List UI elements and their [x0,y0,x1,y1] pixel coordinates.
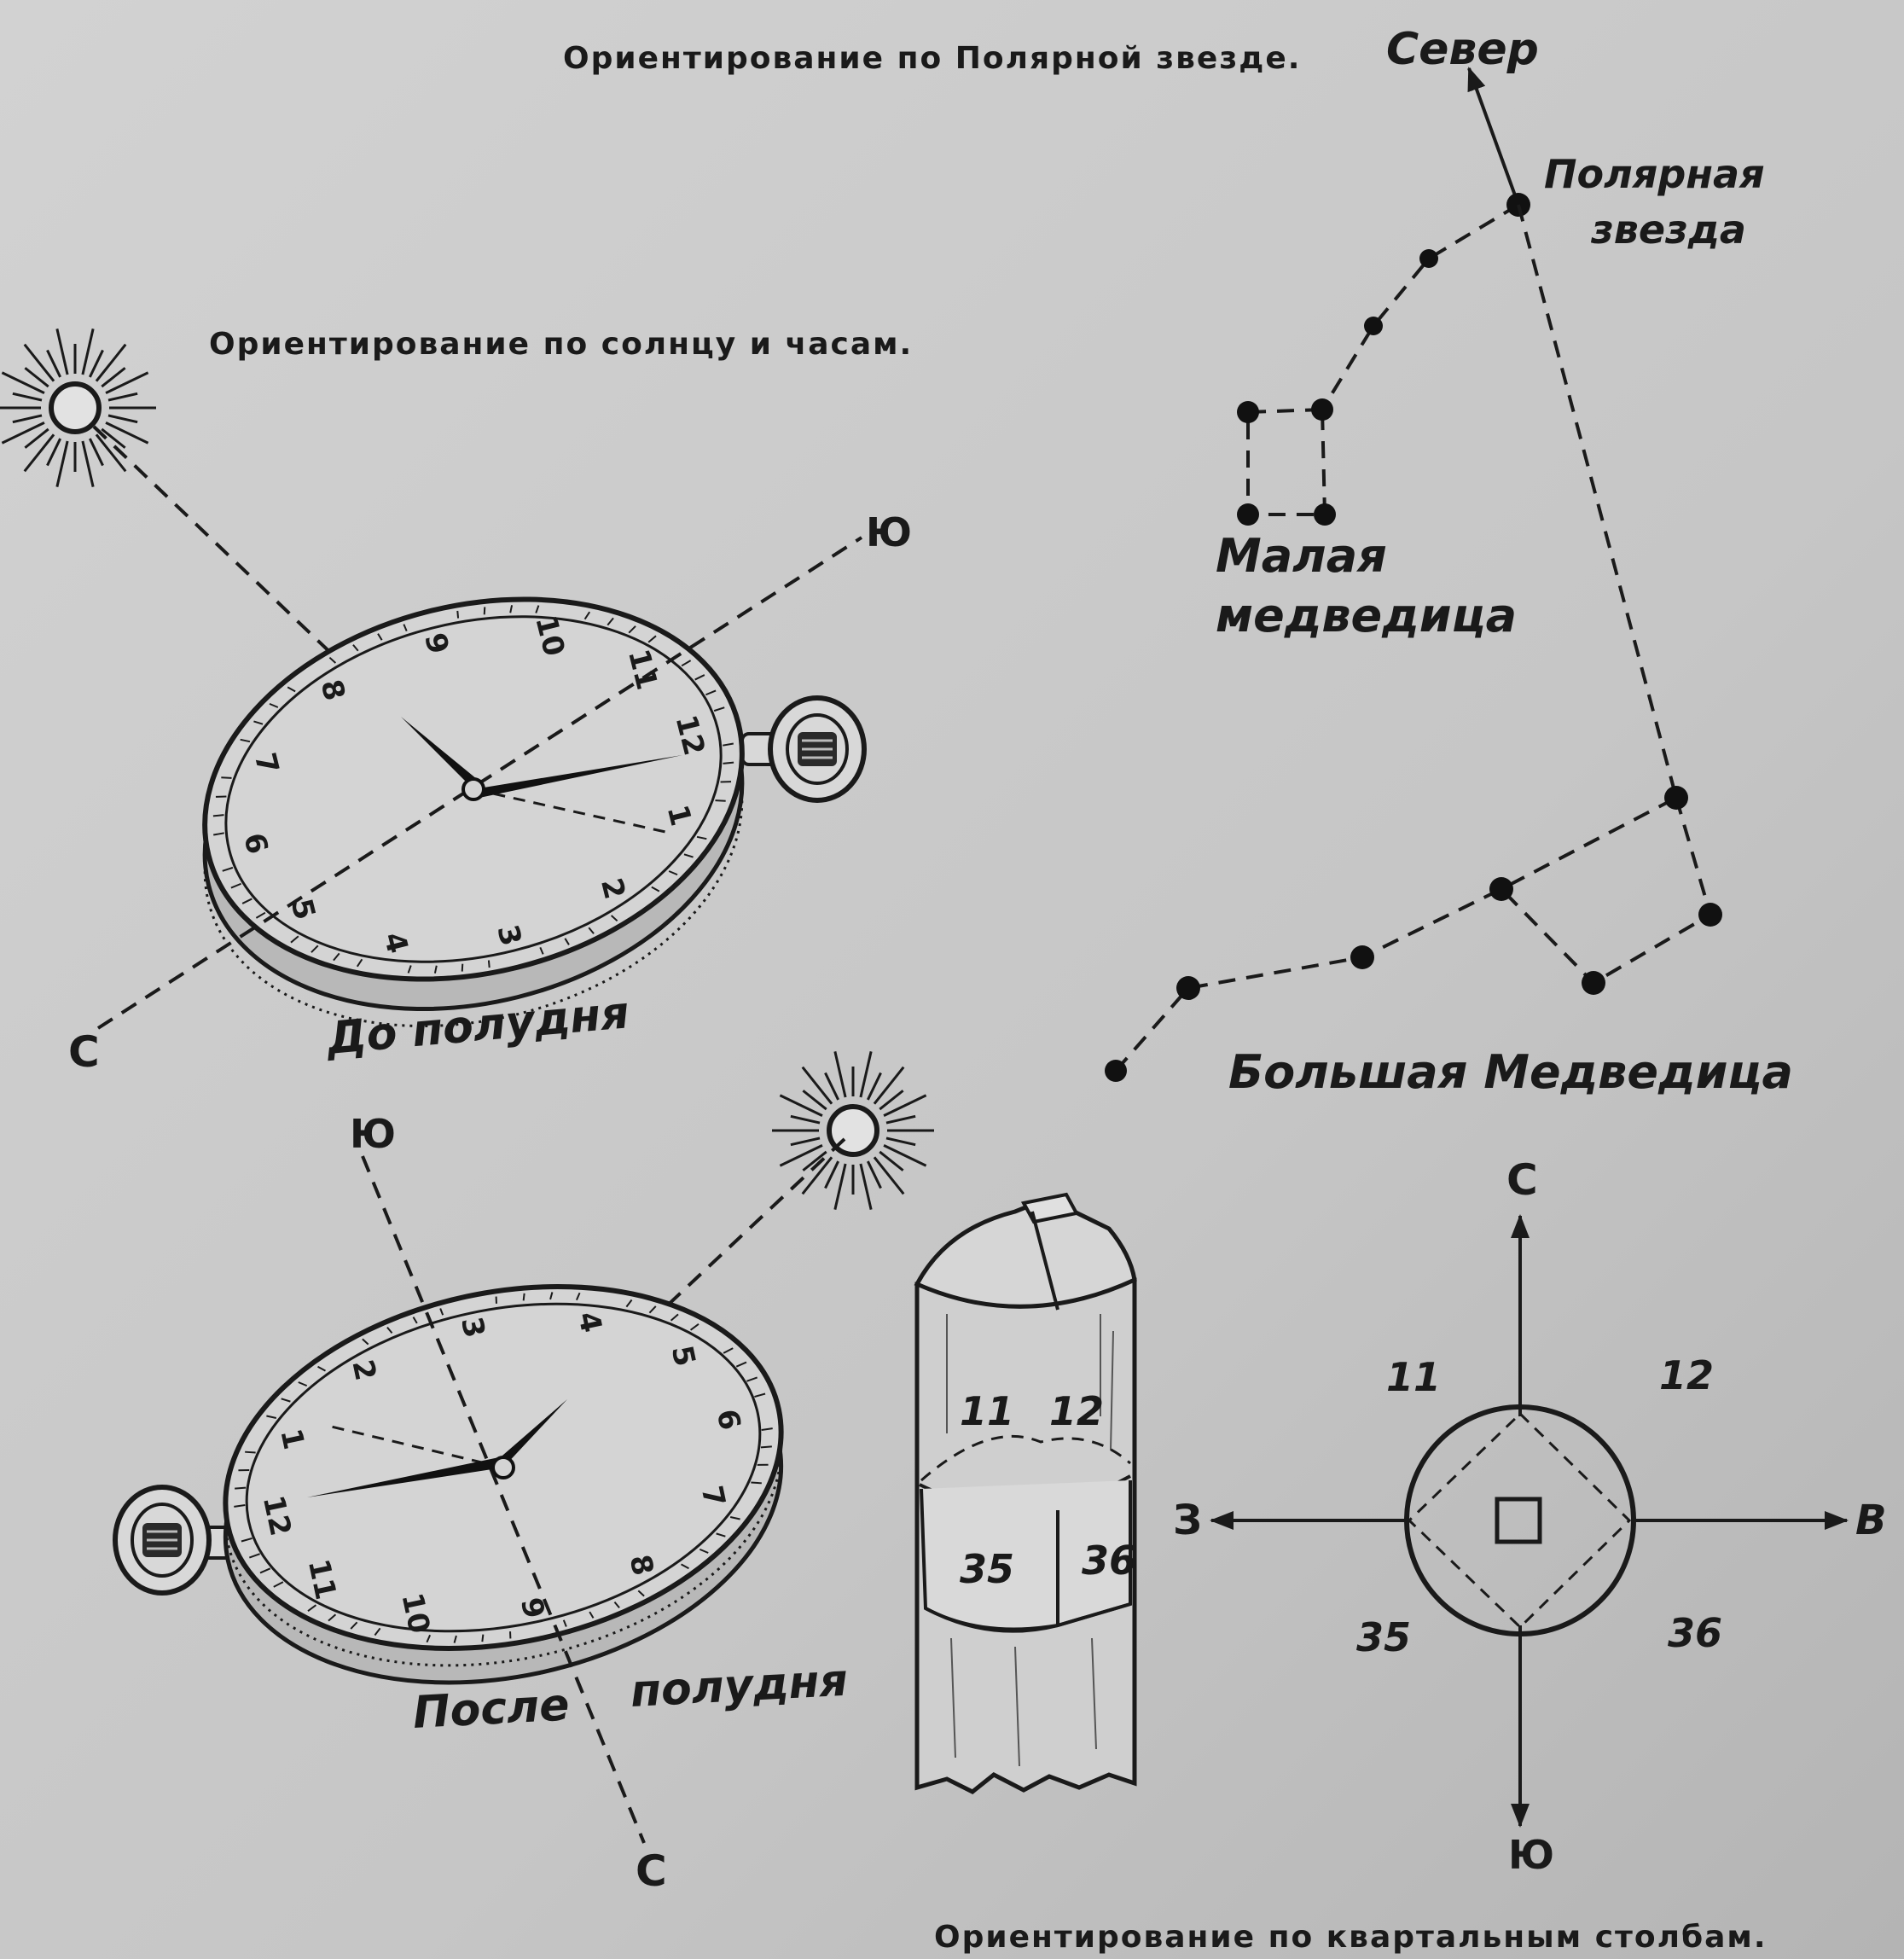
quarter-post: 11 12 35 36 [914,1192,1137,1794]
after-noon-dial-number: 11 [301,1556,343,1603]
ursa-major-bowl-line [1500,797,1713,985]
ursa-minor-label-line1: Малая [1216,529,1387,583]
compass-south-label: Ю [1508,1832,1554,1878]
hour-hand [496,1399,567,1468]
ursa-major-star [1664,786,1688,810]
ursa-major-star [1176,976,1200,1000]
compass-north-label: С [1506,1155,1538,1205]
post-center-square [1495,1497,1542,1544]
sun-icon [772,1051,934,1210]
ursa-minor-tail-line [1321,203,1520,411]
quarter-ne-number: 12 [1659,1352,1714,1398]
ursa-minor-star [1364,317,1383,335]
ursa-major-star [1350,945,1374,969]
quarter-posts-title: Ориентирование по квартальным столбам. [934,1920,1768,1955]
polaris-label-line1: Полярная [1544,151,1765,197]
after-noon-caption-part2: полудня [630,1655,850,1718]
ursa-minor-star [1314,503,1336,526]
minute-hand [307,1457,503,1497]
ursa-minor-star [1237,401,1259,423]
north-label: Север [1386,24,1539,75]
sun-clock-title: Ориентирование по солнцу и часам. [209,327,913,362]
post-outline-circle [1404,1404,1636,1636]
north-south-line [361,1155,646,1844]
south-label: Ю [866,509,912,555]
north-arrow [1467,67,1520,206]
post-number-36: 36 [1082,1538,1136,1584]
post-number-35: 35 [960,1546,1014,1592]
bisector-helper-line [473,788,666,834]
compass-west-label: З [1173,1497,1202,1544]
ursa-major-star [1105,1060,1127,1082]
ursa-major-star [1698,903,1722,927]
ursa-major-label: Большая Медведица [1228,1045,1793,1099]
after-noon-dial-number: 10 [394,1590,436,1636]
sun-icon [0,328,156,487]
after-noon-caption-part1: После [412,1679,571,1739]
ursa-minor-star [1419,249,1438,268]
polaris-label-line2: звезда [1590,206,1746,253]
minute-hand [473,755,682,798]
ursa-major-star [1582,971,1605,995]
after-noon-dial-number: 12 [256,1492,298,1539]
polar-star-diagram: Север Полярная звезда Малая медведица Бо… [1105,24,1793,1099]
crown-icon [740,695,867,803]
south-label: Ю [350,1111,396,1157]
ursa-minor-star [1311,398,1333,421]
quarter-sw-number: 35 [1356,1614,1411,1660]
quarter-post-compass: С Ю З В 11 12 35 36 [1173,1155,1887,1878]
hour-hand [401,717,482,789]
ursa-minor-label-line2: медведица [1216,589,1517,642]
compass-east-label: В [1855,1497,1887,1544]
post-number-11: 11 [960,1388,1014,1434]
bisector-helper-line [323,1423,504,1469]
post-number-12: 12 [1049,1388,1104,1434]
north-label: С [636,1846,667,1896]
north-label: С [68,1027,100,1077]
pointer-line [1517,204,1678,799]
ursa-major-star [1489,877,1513,901]
quarter-se-number: 36 [1668,1610,1722,1656]
ursa-minor-star [1237,503,1259,526]
quarter-nw-number: 11 [1386,1354,1441,1400]
polar-star-title: Ориентирование по Полярной звезде. [563,41,1301,76]
